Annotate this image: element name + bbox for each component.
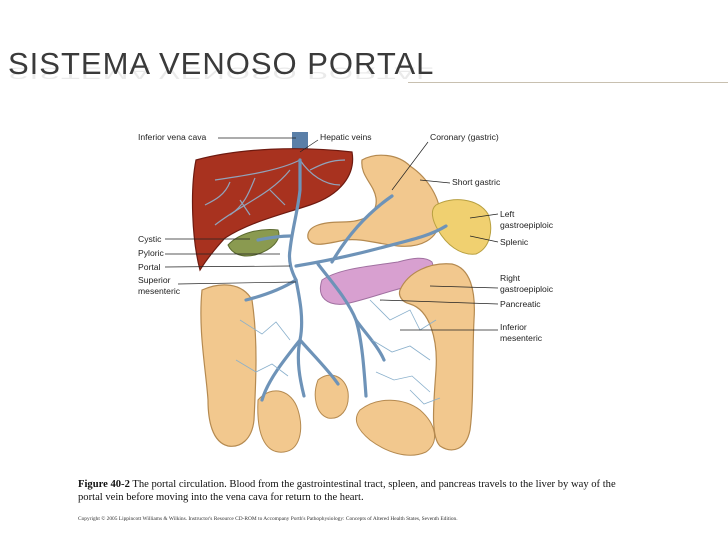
label-hepatic-veins: Hepatic veins	[320, 132, 372, 142]
portal-vein-tree	[244, 158, 448, 402]
ascending-colon-shape	[200, 284, 257, 447]
label-inferior-mesenteric-2: mesenteric	[500, 333, 543, 343]
caption-text: The portal circulation. Blood from the g…	[78, 479, 616, 503]
hepatic-vein-network	[204, 159, 346, 226]
label-short-gastric: Short gastric	[452, 177, 501, 187]
label-portal: Portal	[138, 262, 161, 272]
ileum-shape	[314, 374, 349, 419]
label-inferior-mesenteric-1: Inferior	[500, 322, 527, 332]
slide-title: SISTEMA VENOSO PORTAL	[8, 46, 435, 81]
liver-shape	[191, 148, 354, 272]
label-pyloric: Pyloric	[138, 248, 164, 258]
spleen-shape	[431, 199, 492, 255]
label-superior-mesenteric-2: mesenteric	[138, 286, 181, 296]
label-splenic: Splenic	[500, 237, 529, 247]
small-intestine-shape	[257, 390, 302, 453]
label-coronary-gastric: Coronary (gastric)	[430, 132, 499, 142]
title-divider	[408, 82, 728, 83]
label-superior-mesenteric-1: Superior	[138, 275, 171, 285]
label-right-gastroepiploic-2: gastroepiploic	[500, 284, 554, 294]
descending-colon-shape	[398, 263, 475, 451]
label-left-gastroepiploic-2: gastroepiploic	[500, 220, 554, 230]
caption-figure-number: Figure 40-2	[78, 479, 130, 490]
figure-caption: Figure 40-2 The portal circulation. Bloo…	[78, 478, 638, 504]
label-right-gastroepiploic-1: Right	[500, 273, 521, 283]
label-inferior-vena-cava: Inferior vena cava	[138, 132, 207, 142]
label-left-gastroepiploic-1: Left	[500, 209, 515, 219]
mesenteric-capillaries	[235, 299, 441, 405]
label-pancreatic: Pancreatic	[500, 299, 541, 309]
gallbladder-shape	[227, 229, 280, 257]
copyright-notice: Copyright © 2005 Lippincott Williams & W…	[78, 516, 458, 522]
leader-lines	[164, 137, 499, 331]
label-cystic: Cystic	[138, 234, 162, 244]
sigmoid-colon-shape	[355, 399, 435, 456]
